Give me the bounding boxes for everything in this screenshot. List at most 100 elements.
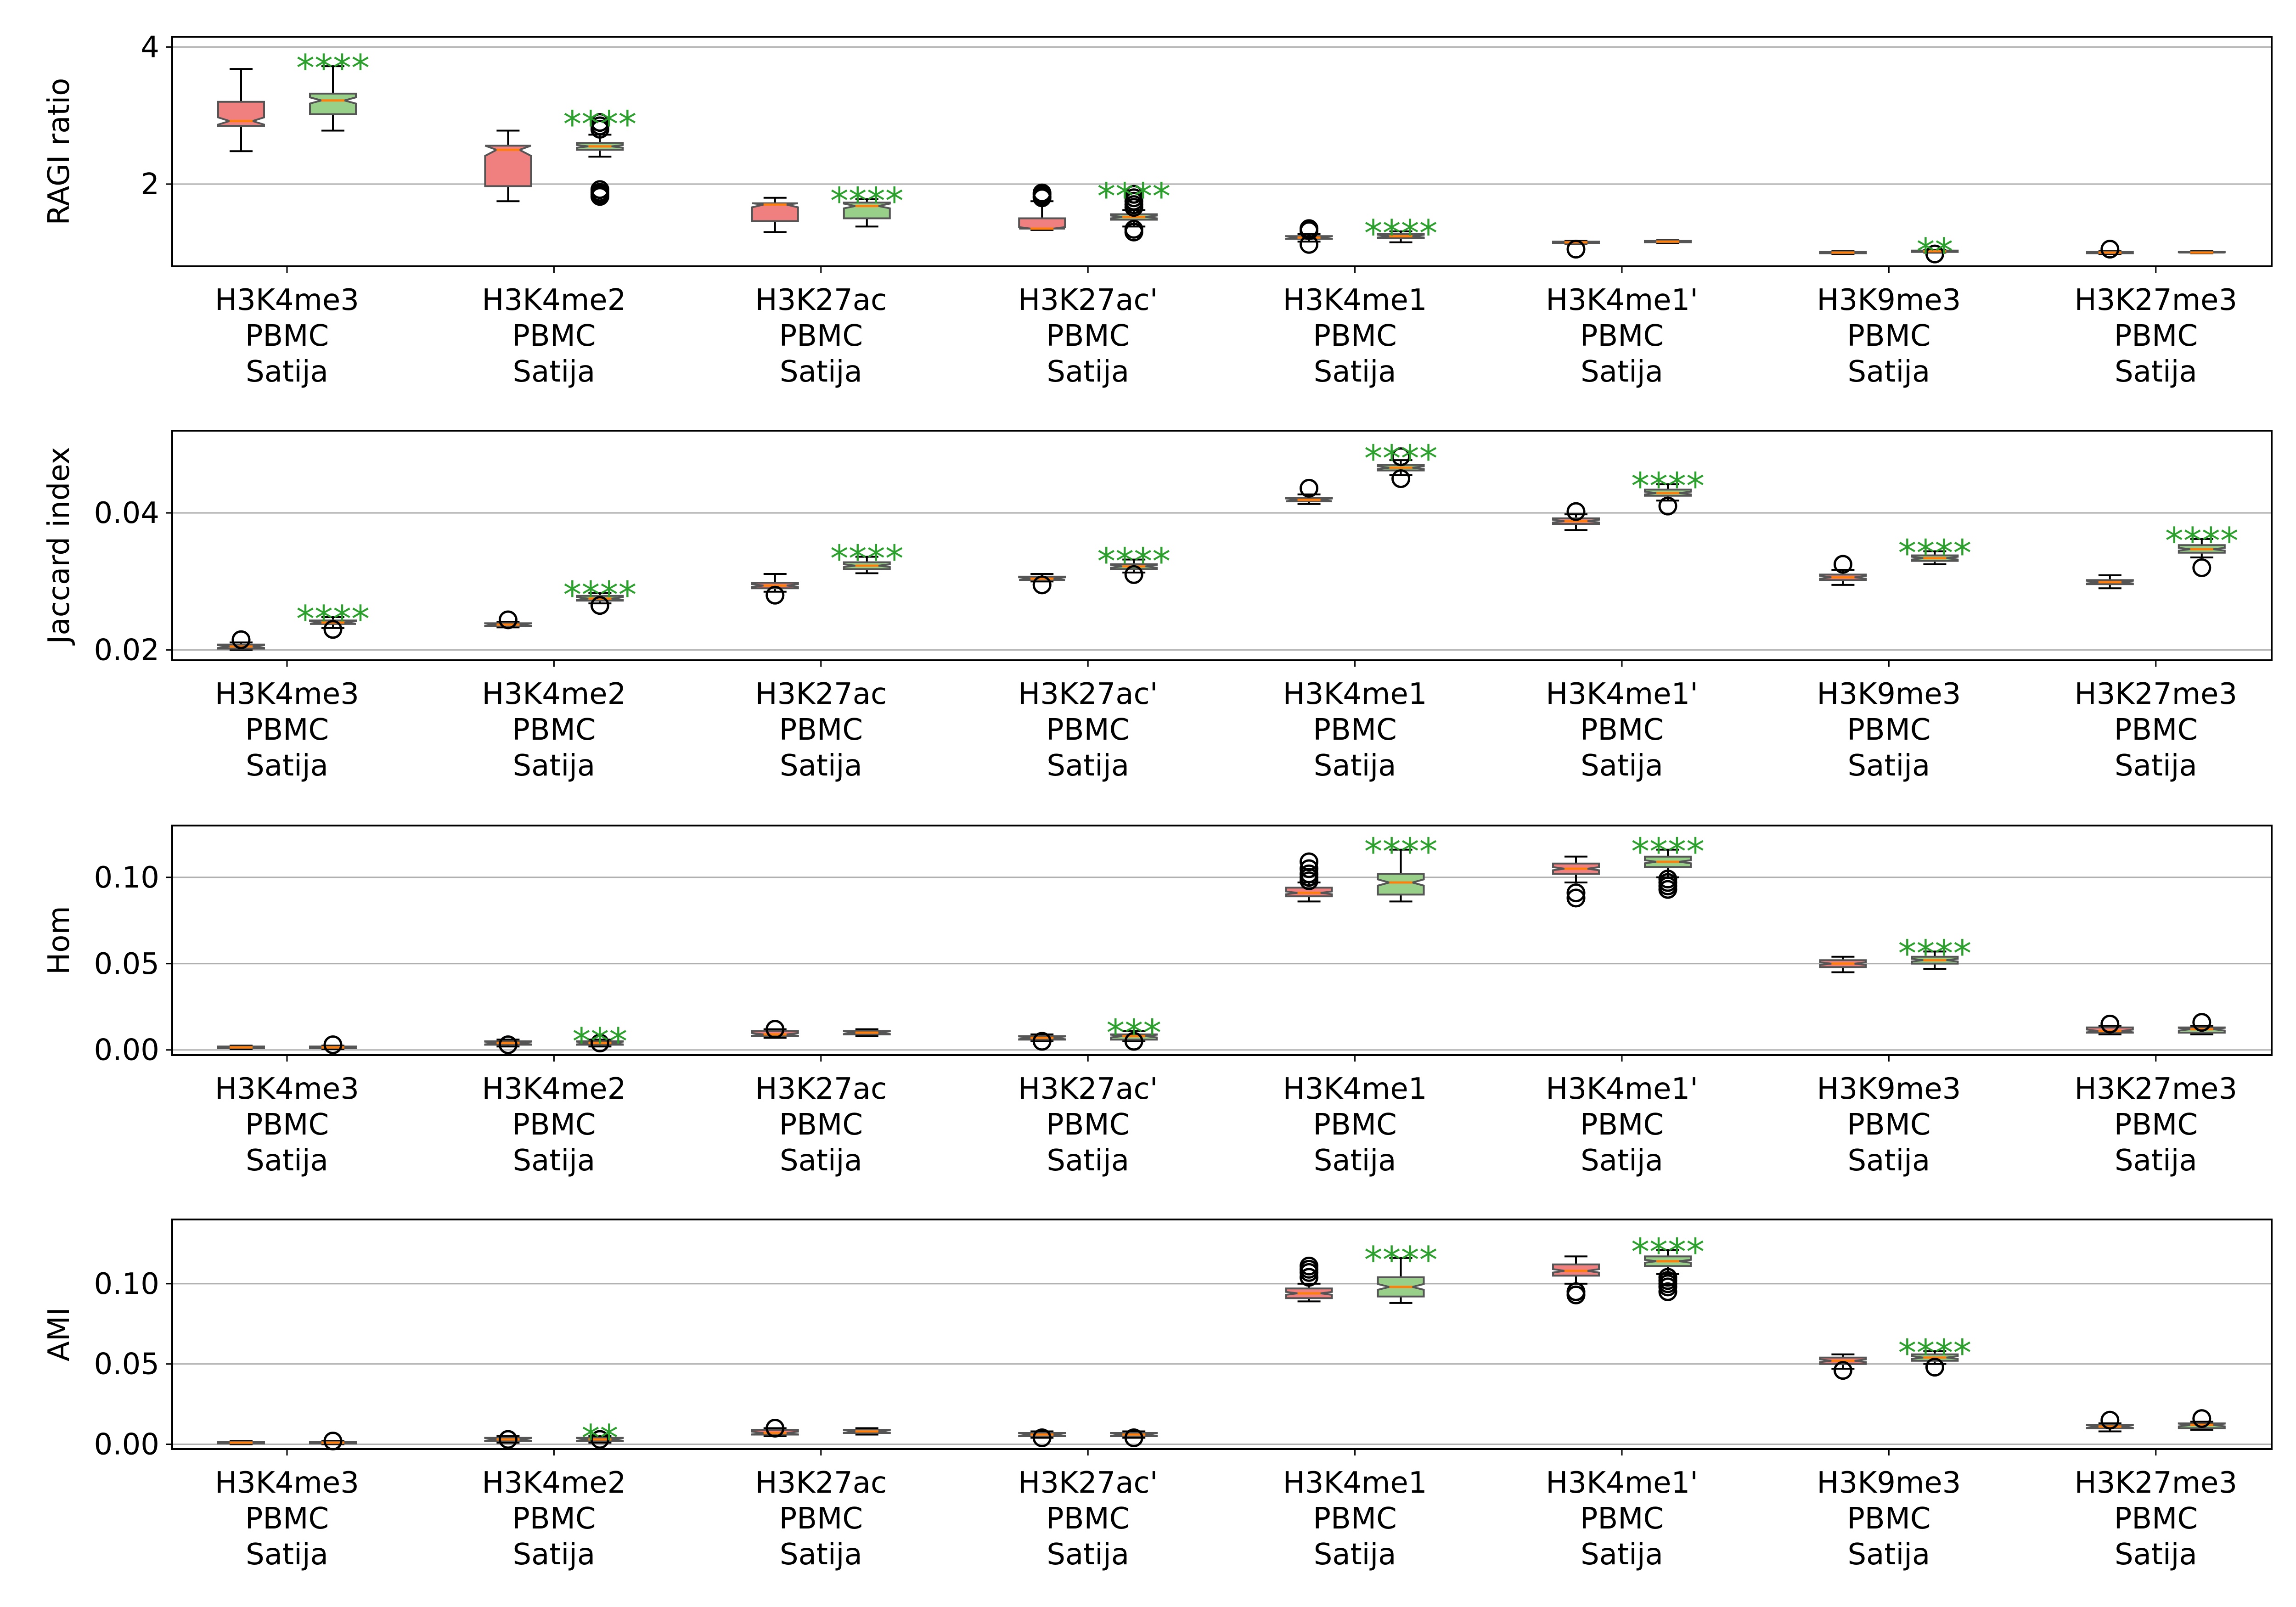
- category-label: PBMC: [779, 1108, 863, 1142]
- box-a-5: [1285, 852, 1333, 903]
- significance-label: ****: [563, 574, 636, 617]
- category-label: H3K27me3: [2074, 283, 2237, 317]
- significance-label: ****: [1631, 465, 1705, 507]
- category-label: Satija: [246, 1538, 328, 1572]
- outlier-point: [1124, 185, 1143, 204]
- box-b-6: [1644, 1249, 1692, 1301]
- box-body: [217, 101, 265, 127]
- outlier-point: [2192, 1409, 2212, 1428]
- category-label: PBMC: [1580, 319, 1664, 353]
- box-b-2: [576, 113, 624, 206]
- box-b-2: [576, 592, 624, 615]
- outlier-point: [1032, 1032, 1052, 1051]
- category-label: Satija: [1848, 355, 1930, 389]
- category-label: H3K4me3: [215, 283, 359, 317]
- significance-label: ****: [2165, 520, 2239, 562]
- box-b-4: [1110, 185, 1158, 242]
- outlier-point: [1300, 219, 1319, 238]
- category-label: H3K4me2: [482, 283, 626, 317]
- outlier-point: [590, 180, 609, 199]
- category-label: H3K27ac: [755, 1072, 887, 1106]
- category-label: PBMC: [512, 1108, 596, 1142]
- category-label: Satija: [513, 749, 596, 783]
- category-label: H3K27ac': [1018, 283, 1158, 317]
- category-label: Satija: [513, 355, 596, 389]
- box-a-8: [2086, 1014, 2134, 1035]
- outlier-point: [1300, 864, 1319, 883]
- box-body: [309, 92, 357, 115]
- box-a-5: [1285, 219, 1333, 254]
- outlier-point: [590, 596, 609, 615]
- box-a-3: [751, 573, 799, 605]
- category-label: Satija: [513, 1144, 596, 1178]
- y-tick-label: 0.00: [94, 1428, 160, 1462]
- box-b-3: [843, 556, 891, 574]
- y-axis-label: Jaccard index: [42, 447, 76, 646]
- panel-2: H3K4me3PBMCSatijaH3K4me2PBMCSatijaH3K27a…: [42, 430, 2273, 783]
- significance-label: ****: [1898, 1332, 1971, 1375]
- category-label: PBMC: [1046, 713, 1130, 747]
- category-label: PBMC: [512, 713, 596, 747]
- box-a-8: [2086, 1410, 2134, 1433]
- category-label: H3K27ac': [1018, 1466, 1158, 1500]
- category-label: Satija: [1314, 1538, 1396, 1572]
- outlier-point: [1032, 575, 1052, 595]
- box-b-7: [1911, 550, 1959, 566]
- outlier-point: [1566, 240, 1586, 259]
- category-label: H3K4me1: [1283, 283, 1427, 317]
- outlier-point: [1658, 1268, 1677, 1287]
- box-b-1: [309, 1432, 357, 1451]
- box-b-2: [576, 1034, 624, 1053]
- box-b-8: [2178, 250, 2226, 254]
- outlier-point: [498, 1035, 518, 1054]
- category-label: H3K4me1: [1283, 1466, 1427, 1500]
- category-label: PBMC: [2114, 1502, 2198, 1536]
- outlier-point: [1566, 883, 1586, 903]
- category-label: H3K27ac: [755, 1466, 887, 1500]
- outlier-point: [1300, 852, 1319, 871]
- category-label: H3K4me1: [1283, 1072, 1427, 1106]
- box-a-7: [1819, 1353, 1867, 1380]
- y-tick-label: 0.00: [94, 1034, 160, 1068]
- category-label: Satija: [780, 749, 862, 783]
- outlier-point: [2100, 240, 2120, 259]
- box-b-3: [843, 198, 891, 228]
- category-label: Satija: [2115, 355, 2197, 389]
- category-label: PBMC: [779, 1502, 863, 1536]
- box-a-2: [484, 610, 532, 629]
- category-label: H3K4me3: [215, 677, 359, 711]
- category-label: PBMC: [1847, 1108, 1930, 1142]
- category-label: Satija: [1314, 1144, 1396, 1178]
- category-label: PBMC: [512, 319, 596, 353]
- box-a-6: [1552, 502, 1600, 531]
- box-a-4: [1018, 1428, 1066, 1448]
- outlier-point: [498, 610, 518, 629]
- box-a-6: [1552, 855, 1600, 908]
- outlier-point: [1032, 1428, 1052, 1448]
- box-a-3: [751, 1419, 799, 1438]
- significance-label: ****: [830, 180, 904, 223]
- category-label: H3K27me3: [2074, 1072, 2237, 1106]
- significance-label: ****: [296, 47, 370, 90]
- category-label: Satija: [2115, 1144, 2197, 1178]
- category-label: PBMC: [1313, 1502, 1396, 1536]
- box-a-2: [484, 129, 532, 202]
- y-tick-label: 0.05: [94, 947, 160, 981]
- category-label: PBMC: [1313, 713, 1396, 747]
- outlier-point: [1658, 1282, 1677, 1301]
- category-label: PBMC: [1580, 1502, 1664, 1536]
- category-label: PBMC: [779, 319, 863, 353]
- box-a-2: [484, 1430, 532, 1449]
- outlier-point: [1300, 859, 1319, 878]
- category-label: PBMC: [2114, 713, 2198, 747]
- box-body: [751, 202, 799, 222]
- category-label: Satija: [1047, 1144, 1129, 1178]
- box-b-5: [1377, 1257, 1425, 1304]
- box-a-3: [751, 197, 799, 233]
- category-label: Satija: [780, 355, 862, 389]
- outlier-point: [1658, 496, 1677, 516]
- box-b-6: [1644, 239, 1692, 244]
- category-label: Satija: [1047, 1538, 1129, 1572]
- significance-label: ****: [1898, 932, 1971, 975]
